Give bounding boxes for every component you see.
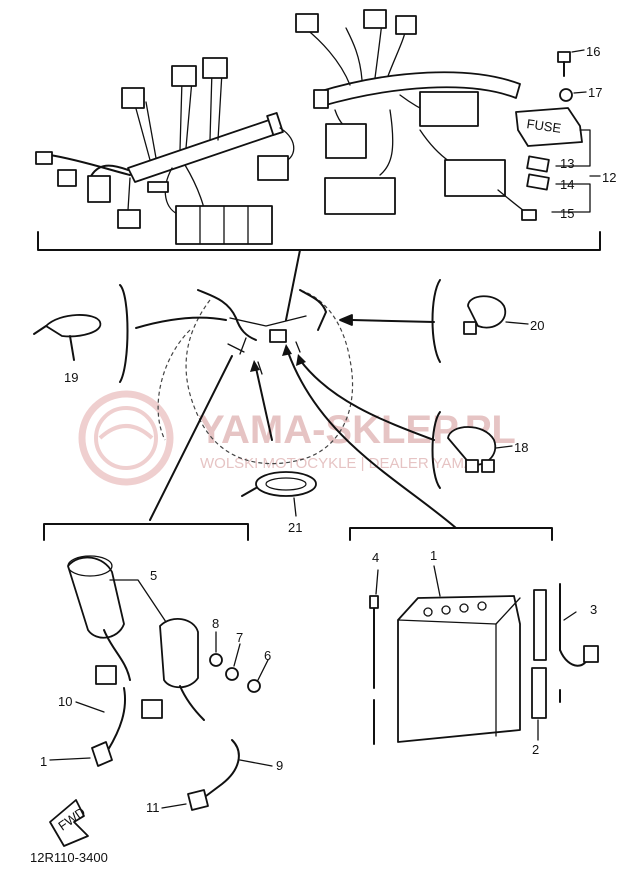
callout-1-coil: 1	[40, 754, 47, 769]
watermark-subtitle: WOLSKI MOTOCYKLE | DEALER YAMAHA	[200, 455, 495, 472]
callout-3: 3	[590, 602, 597, 617]
callout-1-battery: 1	[430, 548, 437, 563]
fuse-box-label: FUSE	[526, 116, 563, 136]
nut-icon	[559, 88, 573, 102]
callout-20: 20	[530, 318, 544, 333]
callout-4: 4	[372, 550, 379, 565]
callout-10: 10	[58, 694, 72, 709]
watermark-logo-icon	[78, 390, 174, 486]
callout-8: 8	[212, 616, 219, 631]
callout-18: 18	[514, 440, 528, 455]
callout-11: 11	[146, 800, 160, 815]
callout-17: 17	[588, 85, 602, 100]
callout-6: 6	[264, 648, 271, 663]
main-wire-harness: FUSE	[35, 9, 601, 251]
battery-group	[369, 583, 599, 745]
diagram-code: 12R110-3400	[30, 850, 108, 865]
forward-arrow-icon: FWD	[49, 799, 89, 847]
callout-2: 2	[532, 742, 539, 757]
callout-12: 12	[602, 170, 616, 185]
clamp-20	[463, 295, 507, 335]
callout-13: 13	[560, 156, 574, 171]
ignition-coil-group	[67, 555, 261, 811]
frame-location-sketch	[157, 289, 354, 465]
callout-21: 21	[288, 520, 302, 535]
clamp-18	[447, 426, 497, 473]
callout-15: 15	[560, 206, 574, 221]
band-21	[241, 471, 317, 497]
callout-7: 7	[236, 630, 243, 645]
callout-9: 9	[276, 758, 283, 773]
callout-14: 14	[560, 177, 574, 192]
callout-5: 5	[150, 568, 157, 583]
bolt-icon	[557, 51, 571, 77]
callout-16: 16	[586, 44, 600, 59]
clamp-19	[33, 314, 102, 361]
callout-19: 19	[64, 370, 78, 385]
